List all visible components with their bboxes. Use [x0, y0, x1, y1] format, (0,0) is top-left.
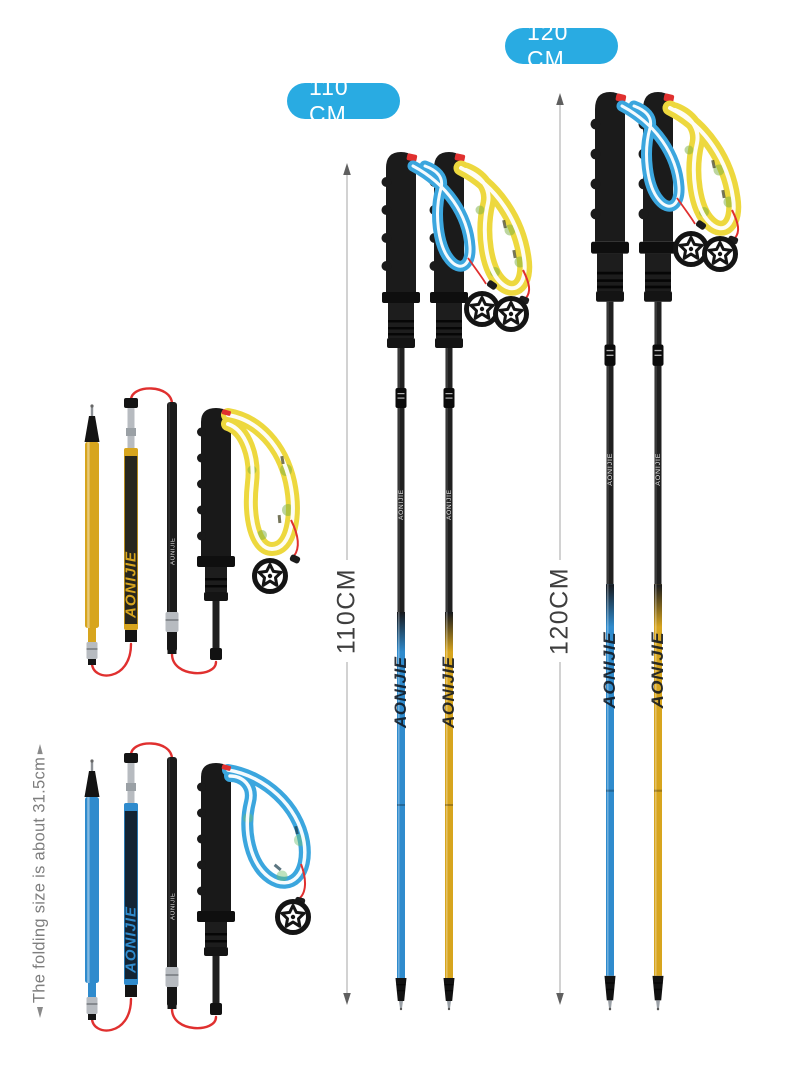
arrow-up-icon — [343, 163, 351, 175]
pole-blue — [590, 92, 629, 1011]
trekking-basket — [278, 902, 309, 933]
dimension-label-110: 110CM — [332, 563, 362, 659]
arrow-down-icon — [37, 1007, 43, 1018]
pole-pair-110 — [381, 152, 530, 1011]
folded-pole-set-gold — [83, 387, 302, 677]
dimension-annotation-110 — [343, 163, 351, 1005]
size-badge-120: 120 CM — [505, 19, 618, 72]
size-badge-110: 110 CM — [287, 74, 400, 127]
folding-size-note: The folding size is about 31.5cm — [30, 753, 50, 1007]
pole-gold — [638, 92, 677, 1011]
folded-pole-set-blue — [83, 742, 309, 1032]
arrow-down-icon — [556, 993, 564, 1005]
arrow-up-icon — [37, 744, 43, 755]
pole-gold — [429, 152, 468, 1011]
dimension-label-120: 120CM — [545, 562, 575, 660]
arrow-down-icon — [343, 993, 351, 1005]
straps-and-baskets — [413, 166, 530, 330]
trekking-basket — [255, 561, 286, 592]
arrow-up-icon — [556, 93, 564, 105]
pole-pair-120 — [590, 92, 739, 1011]
wrist-strap — [221, 408, 300, 557]
cord-stopper — [288, 553, 302, 565]
pole-blue — [381, 152, 420, 1011]
dimension-annotation-120 — [556, 93, 564, 1005]
